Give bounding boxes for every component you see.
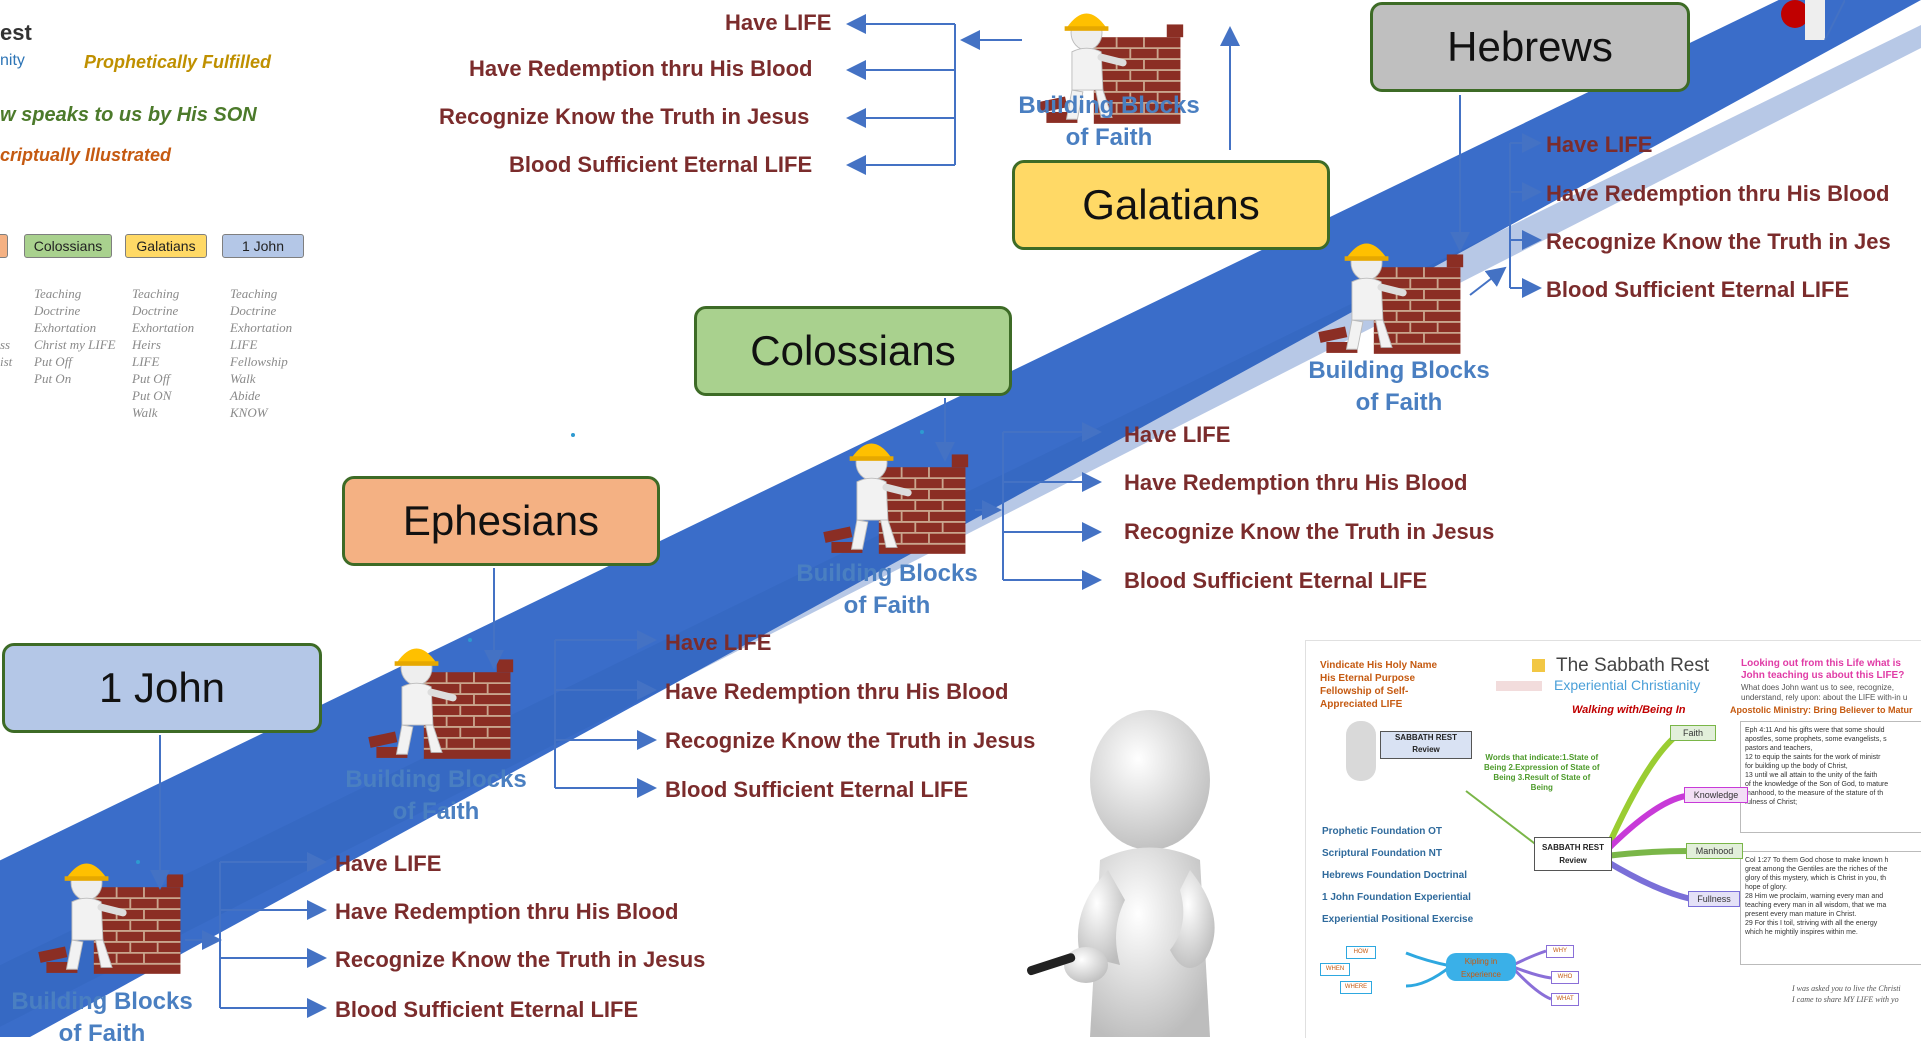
gal-item-blood: Blood Sufficient Eternal LIFE	[509, 152, 813, 177]
thumb-subtitle: Experiential Christianity	[1554, 677, 1701, 693]
book-hebrews[interactable]: Hebrews	[1370, 2, 1690, 92]
book-ephesians[interactable]: Ephesians	[342, 476, 660, 566]
thumb-node-knowledge: Knowledge	[1684, 787, 1748, 803]
thumb-mindmap	[1405, 733, 1692, 1001]
col-item-truth: Recognize Know the Truth in Jesus	[1124, 519, 1495, 544]
heb-item-blood: Blood Sufficient Eternal LIFE	[1546, 277, 1850, 302]
subtitle-fragment: nity	[0, 52, 25, 69]
thumb-kw-who: WHO	[1551, 971, 1579, 984]
book-1-john[interactable]: 1 John	[2, 643, 322, 733]
gal-item-life: Have LIFE	[725, 10, 832, 35]
thumb-col-box: Col 1:27 To them God chose to make known…	[1740, 851, 1921, 965]
thumb-review-figure	[1346, 721, 1376, 781]
thumb-kw-how: HOW	[1346, 946, 1376, 959]
heb-item-redemption: Have Redemption thru His Blood	[1546, 181, 1890, 206]
prophetically-fulfilled: Prophetically Fulfilled	[84, 52, 272, 72]
thumb-kw-what: WHAT	[1551, 993, 1579, 1006]
eph-item-redemption: Have Redemption thru His Blood	[665, 679, 1009, 704]
presenter-figure-icon	[1026, 710, 1215, 1037]
tab-colossians[interactable]: Colossians	[24, 234, 112, 258]
title-fragment: est	[0, 20, 32, 45]
thumb-walking: Walking with/Being In	[1572, 704, 1686, 716]
speaks-by-son: w speaks to us by His SON	[0, 104, 257, 126]
john-item-redemption: Have Redemption thru His Blood	[335, 899, 679, 924]
tab-partial[interactable]	[0, 234, 8, 258]
thumb-note-icon	[1532, 659, 1545, 672]
john-item-life: Have LIFE	[335, 851, 442, 876]
gal-item-redemption: Have Redemption thru His Blood	[469, 56, 813, 81]
thumb-apostolic: Apostolic Ministry: Bring Believer to Ma…	[1730, 705, 1913, 715]
eph-item-truth: Recognize Know the Truth in Jesus	[665, 728, 1036, 753]
eph-item-blood: Blood Sufficient Eternal LIFE	[665, 777, 969, 802]
col-item-life: Have LIFE	[1124, 422, 1231, 447]
eph-item-life: Have LIFE	[665, 630, 772, 655]
col-item-blood: Blood Sufficient Eternal LIFE	[1124, 568, 1428, 593]
thumb-kw-when: WHEN	[1320, 963, 1350, 976]
partial-column: ss ist	[0, 337, 13, 369]
col-item-redemption: Have Redemption thru His Blood	[1124, 470, 1468, 495]
gal-item-truth: Recognize Know the Truth in Jesus	[439, 104, 810, 129]
thumb-question-sub: What does John want us to see, recognize…	[1741, 683, 1908, 702]
book-galatians[interactable]: Galatians	[1012, 160, 1330, 250]
partial-figure-icon	[1781, 0, 1845, 41]
scripturally-illustrated: criptually Illustrated	[0, 145, 172, 165]
thumb-node-fullness: Fullness	[1688, 891, 1740, 907]
thumb-node-faith: Faith	[1670, 725, 1716, 741]
tab-galatians[interactable]: Galatians	[125, 234, 207, 258]
john-item-blood: Blood Sufficient Eternal LIFE	[335, 997, 639, 1022]
thumb-title: The Sabbath Rest	[1556, 655, 1710, 676]
heb-item-truth: Recognize Know the Truth in Jes	[1546, 229, 1891, 254]
book-colossians[interactable]: Colossians	[694, 306, 1012, 396]
thumb-kw-why: WHY	[1546, 945, 1574, 958]
thumb-logo	[1496, 681, 1542, 691]
thumb-kw-where: WHERE	[1340, 981, 1372, 994]
thumb-eph-box: Eph 4:11 And his gifts were that some sh…	[1740, 721, 1921, 833]
heb-item-life: Have LIFE	[1546, 132, 1653, 157]
thumb-node-manhood: Manhood	[1686, 843, 1743, 859]
tab-1-john[interactable]: 1 John	[222, 234, 304, 258]
john-item-truth: Recognize Know the Truth in Jesus	[335, 947, 706, 972]
